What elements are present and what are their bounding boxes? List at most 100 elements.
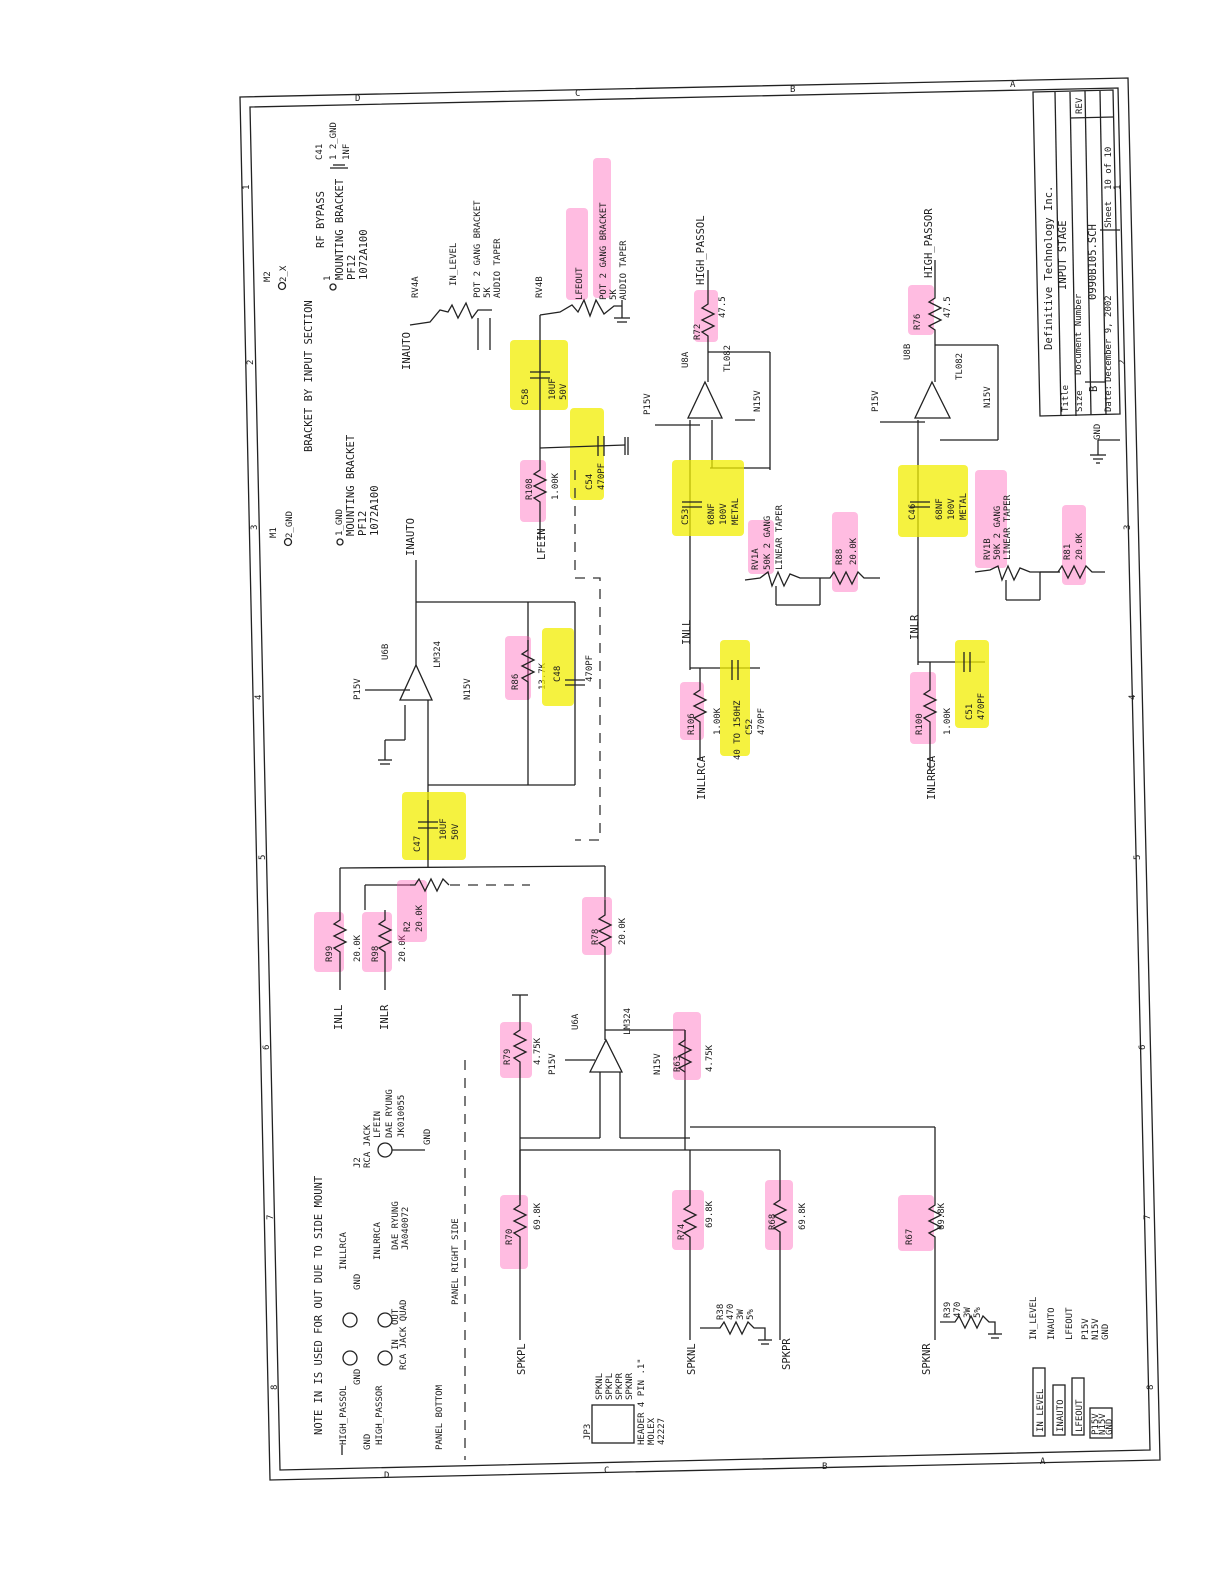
svg-text:C47: C47: [413, 836, 423, 852]
svg-text:PANEL RIGHT SIDE: PANEL RIGHT SIDE: [451, 1218, 461, 1305]
m1-hardware: M1 2_GND: [269, 511, 295, 547]
svg-text:AUDIO TAPER: AUDIO TAPER: [493, 238, 503, 298]
sheet-label: Sheet: [1104, 201, 1114, 228]
r98-resistor: R98 20.0K INLR: [362, 910, 408, 1030]
svg-text:OUT: OUT: [391, 1308, 401, 1325]
r76-resistor: R76 47.5 HIGH_PASSOR: [908, 208, 953, 340]
svg-text:50K 2 GANG: 50K 2 GANG: [763, 516, 773, 570]
high-passol-net: HIGH_PASSOL: [695, 215, 707, 285]
svg-text:C41: C41: [315, 144, 325, 160]
svg-text:470PF: 470PF: [597, 463, 607, 490]
svg-text:SPKNL: SPKNL: [595, 1373, 605, 1400]
r106-resistor: R106 1.00K INLLRCA: [680, 668, 723, 800]
bracket-note: BRACKET BY INPUT SECTION: [303, 300, 315, 452]
svg-text:POT 2 GANG BRACKET: POT 2 GANG BRACKET: [473, 200, 483, 298]
inauto-net-2: INAUTO: [405, 518, 417, 556]
svg-text:5K: 5K: [609, 289, 619, 300]
svg-text:3W: 3W: [963, 1307, 973, 1318]
rev-label: REV: [1075, 97, 1085, 114]
svg-text:J2: J2: [353, 1157, 363, 1168]
svg-text:1072A100: 1072A100: [358, 229, 370, 280]
svg-text:LINEAR TAPER: LINEAR TAPER: [1003, 494, 1013, 560]
svg-text:N15V: N15V: [463, 678, 473, 700]
svg-text:R74: R74: [677, 1224, 687, 1240]
svg-text:50K 2 GANG: 50K 2 GANG: [993, 506, 1003, 560]
u8a-opamp: P15V U8A TL082 N15V: [643, 345, 771, 620]
svg-text:1.00K: 1.00K: [551, 472, 561, 500]
c54-capacitor: C54 470PF: [539, 408, 629, 500]
svg-text:NOTE IN IS USED FOR OUT DUE TO: NOTE IN IS USED FOR OUT DUE TO SIDE MOUN…: [313, 1175, 325, 1435]
svg-text:2_X: 2_X: [279, 265, 289, 282]
zone-label: 7: [1143, 1215, 1153, 1220]
gnd-symbol: GND: [1090, 424, 1120, 464]
svg-text:R63: R63: [673, 1056, 683, 1072]
j2-connector: J2 RCA JACK LFEIN DAE RYUNG JK010055 GND: [353, 1089, 433, 1168]
zone-label: C: [575, 89, 580, 99]
doc-number: 0990B105.SCH: [1087, 224, 1099, 300]
svg-text:68NF: 68NF: [707, 503, 717, 525]
svg-text:5%: 5%: [746, 1309, 756, 1320]
zone-label: B: [790, 85, 795, 95]
svg-text:MOLEX: MOLEX: [647, 1417, 657, 1445]
r38-resistor: R38 470 3W 5%: [700, 1304, 772, 1345]
svg-text:69.8K: 69.8K: [533, 1202, 543, 1230]
u6a-opamp: P15V U6A LM324 N15V: [520, 1008, 935, 1151]
zone-label: A: [1040, 1457, 1046, 1467]
svg-text:20.0K: 20.0K: [398, 934, 408, 962]
panel-notes: PANEL BOTTOM PANEL RIGHT SIDE: [435, 1218, 461, 1450]
svg-text:R2: R2: [403, 921, 413, 932]
svg-text:1.00K: 1.00K: [943, 707, 953, 735]
spkpl-net: SPKPL: [516, 1343, 528, 1375]
svg-text:IN_LEVEL: IN_LEVEL: [449, 243, 459, 286]
svg-text:470: 470: [726, 1304, 736, 1320]
side-mount-note: NOTE IN IS USED FOR OUT DUE TO SIDE MOUN…: [313, 1175, 325, 1435]
svg-text:DAE RYUNG: DAE RYUNG: [385, 1089, 395, 1138]
zone-label: 6: [262, 1045, 272, 1050]
svg-text:1.00K: 1.00K: [713, 707, 723, 735]
svg-text:1_GND: 1_GND: [335, 509, 345, 536]
r88-resistor: R88 20.0K: [820, 512, 880, 592]
svg-text:JK010055: JK010055: [397, 1095, 407, 1138]
svg-text:68NF: 68NF: [935, 498, 945, 520]
svg-text:470: 470: [953, 1302, 963, 1318]
r100-resistor: R100 1.00K INLRRCA: [910, 662, 953, 800]
lfein-net: LFEIN: [536, 528, 548, 560]
svg-text:C48: C48: [553, 666, 563, 682]
svg-text:2_GND: 2_GND: [285, 511, 295, 538]
rv1a-pot: RV1A 50K 2 GANG LINEAR TAPER: [744, 504, 821, 606]
svg-text:N15V: N15V: [653, 1053, 663, 1075]
svg-text:LINEAR TAPER: LINEAR TAPER: [775, 504, 785, 570]
svg-text:5K: 5K: [483, 287, 493, 298]
svg-text:R86: R86: [511, 674, 521, 690]
svg-text:470PF: 470PF: [757, 708, 767, 735]
svg-text:47.5: 47.5: [718, 296, 728, 318]
zone-label: 3: [1123, 525, 1133, 530]
svg-text:5%: 5%: [973, 1307, 983, 1318]
svg-text:MOUNTING BRACKET: MOUNTING BRACKET: [345, 434, 357, 536]
r72-resistor: R72 47.5 HIGH_PASSOL: [693, 215, 728, 346]
svg-text:C53: C53: [681, 509, 691, 525]
svg-text:N15V: N15V: [753, 390, 763, 412]
port-gnd: GND: [1105, 1419, 1115, 1435]
spknl-net: SPKNL: [686, 1343, 698, 1375]
inauto-net: INAUTO: [401, 332, 413, 370]
svg-text:20.0K: 20.0K: [849, 537, 859, 565]
svg-text:PF12: PF12: [346, 255, 358, 280]
inlr-net-2: INLR: [379, 1004, 391, 1030]
svg-text:DAE RYUNG: DAE RYUNG: [391, 1201, 401, 1250]
c46-capacitor: C46 68NF 100V METAL: [898, 465, 969, 537]
svg-text:P15V: P15V: [353, 678, 363, 700]
svg-text:C51: C51: [965, 704, 975, 720]
rv4b-pot: RV4B LFEOUT POT 2 GANG BRACKET 5K AUDIO …: [535, 158, 630, 323]
svg-text:P15V: P15V: [1081, 1318, 1091, 1340]
svg-text:10UF: 10UF: [439, 818, 449, 840]
date-value: December 9, 2002: [1104, 295, 1114, 382]
svg-text:470PF: 470PF: [585, 655, 595, 682]
svg-text:SPKPL: SPKPL: [605, 1373, 615, 1400]
svg-text:TL082: TL082: [723, 345, 733, 372]
svg-text:R76: R76: [913, 314, 923, 330]
svg-text:IN: IN: [391, 1339, 401, 1350]
svg-text:C54: C54: [585, 474, 595, 490]
svg-text:METAL: METAL: [959, 493, 969, 520]
